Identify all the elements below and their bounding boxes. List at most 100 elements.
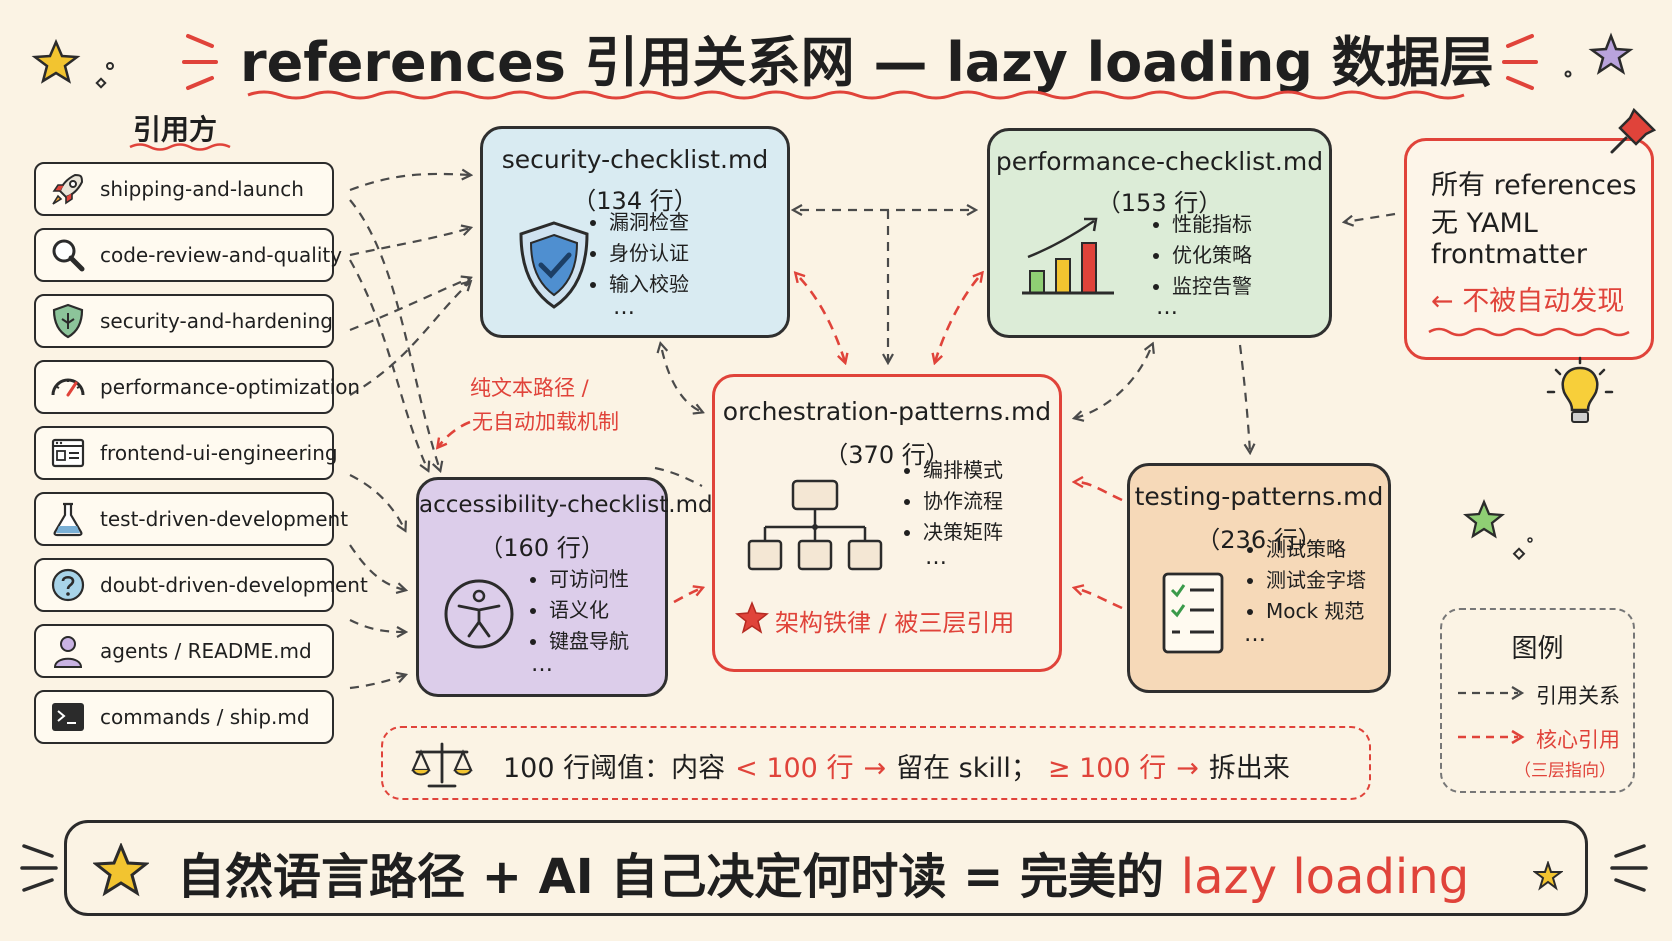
edge-agents-accessibility — [349, 675, 405, 690]
referrer-label: test-driven-development — [100, 507, 349, 531]
edge-shipping-accessibility — [349, 199, 440, 470]
note-line-2: 无 YAML — [1431, 208, 1538, 239]
bar-chart-rising-icon — [1022, 217, 1114, 295]
node-line-count: （153 行） — [1096, 189, 1223, 217]
referrer-label: security-and-hardening — [100, 309, 333, 333]
node-orchestration-patterns[interactable]: orchestration-patterns.md （370 行） 编排模式 协… — [712, 374, 1062, 672]
referrer-performance-optimization[interactable]: performance-optimization — [34, 360, 360, 414]
threshold-rule: 100 行阈值：内容 < 100 行 → 留在 skill； ≥ 100 行 →… — [381, 726, 1371, 800]
accessibility-icon — [444, 579, 514, 649]
node-more: … — [1244, 622, 1266, 647]
hierarchy-icon — [747, 479, 883, 571]
edge-codereview-security — [349, 228, 470, 257]
node-item: Mock 规范 — [1266, 596, 1366, 627]
node-line-count: （134 行） — [572, 187, 698, 215]
note-line-4: ← 不被自动发现 — [1431, 286, 1625, 317]
note-underline — [1428, 327, 1630, 337]
referrer-security-and-hardening[interactable]: security-and-hardening — [34, 294, 334, 348]
legend: 图例 引用关系 核心引用 （三层指向） — [1440, 608, 1635, 793]
node-name: security-checklist.md — [501, 145, 769, 174]
legend-ref-label: 引用关系 — [1536, 684, 1620, 708]
node-items: 编排模式 协作流程 决策矩阵 — [901, 455, 1003, 548]
shield-icon — [52, 303, 84, 339]
node-item: 协作流程 — [923, 486, 1003, 517]
node-item: 语义化 — [549, 595, 629, 626]
node-more: … — [531, 652, 553, 677]
referrer-frontend-ui-engineering[interactable]: frontend-ui-engineering — [34, 426, 338, 480]
core-badge: 架构铁律 / 被三层引用 — [775, 609, 1015, 637]
star-icon — [93, 843, 149, 897]
annotation-arrow — [438, 420, 471, 447]
star-icon — [1463, 499, 1505, 539]
magnifier-icon — [52, 239, 85, 272]
node-more: … — [925, 545, 947, 570]
node-items: 测试策略 测试金字塔 Mock 规范 — [1244, 534, 1366, 627]
annotation-line-1: 纯文本路径 / — [470, 376, 589, 400]
node-accessibility-checklist[interactable]: accessibility-checklist.md （160 行） 可访问性 … — [416, 477, 713, 697]
node-testing-patterns[interactable]: testing-patterns.md （236 行） 测试策略 测试金字塔 M… — [1127, 463, 1391, 693]
emphasis-marks-bottom-right — [1610, 844, 1648, 892]
rocket-icon — [52, 173, 84, 205]
referrer-code-review-and-quality[interactable]: code-review-and-quality — [34, 228, 342, 282]
referrer-label: agents / README.md — [100, 639, 312, 663]
referrer-doubt-driven-development[interactable]: doubt-driven-development — [34, 558, 368, 612]
node-name: testing-patterns.md — [1134, 482, 1384, 511]
node-item: 可访问性 — [549, 564, 629, 595]
bottom-highlight: lazy loading — [1180, 849, 1470, 905]
node-line-count: （236 行） — [1196, 526, 1322, 554]
node-item: 决策矩阵 — [923, 517, 1003, 548]
node-items: 性能指标 优化策略 监控告警 — [1150, 209, 1252, 302]
checklist-icon — [1162, 572, 1224, 654]
threshold-text: 100 行阈值：内容 — [503, 753, 726, 784]
sparkle-decoration-mid — [1463, 499, 1533, 561]
legend-ref-arrow — [1458, 686, 1525, 700]
referrer-label: performance-optimization — [100, 375, 361, 399]
referrer-commands-ship[interactable]: commands / ship.md — [34, 690, 334, 744]
core-edge-accessibility-orchestration — [673, 588, 702, 604]
threshold-arrow-1: → — [863, 753, 887, 784]
emphasis-marks-right — [1502, 34, 1538, 90]
lightbulb-icon — [1546, 356, 1614, 423]
node-item: 输入校验 — [609, 269, 689, 300]
node-performance-checklist[interactable]: performance-checklist.md （153 行） 性能指标 优化… — [987, 128, 1332, 338]
terminal-icon — [52, 703, 84, 731]
edge-ddd-accessibility — [349, 619, 405, 632]
referrer-label: code-review-and-quality — [100, 243, 343, 267]
sparkle-decoration-right — [1564, 32, 1634, 78]
node-item: 键盘导航 — [549, 626, 629, 657]
node-more: … — [613, 295, 635, 320]
browser-window-icon — [51, 438, 85, 468]
threshold-arrow-2: → — [1176, 753, 1199, 784]
legend-core-note: （三层指向） — [1514, 761, 1616, 781]
node-security-checklist[interactable]: security-checklist.md （134 行） 漏洞检查 身份认证 … — [480, 126, 790, 338]
legend-title: 图例 — [1511, 634, 1564, 664]
star-icon — [735, 601, 769, 634]
note-line-1: 所有 references — [1431, 170, 1637, 201]
emphasis-marks-bottom-left — [20, 844, 58, 892]
referrer-test-driven-development[interactable]: test-driven-development — [34, 492, 348, 546]
node-item: 漏洞检查 — [609, 207, 689, 238]
node-item: 编排模式 — [923, 455, 1003, 486]
legend-core-label: 核心引用 — [1536, 728, 1620, 752]
referrer-shipping-and-launch[interactable]: shipping-and-launch — [34, 162, 334, 216]
edge-codereview-accessibility — [349, 259, 428, 470]
threshold-split: 拆出来 — [1208, 753, 1290, 784]
node-line-count: （160 行） — [479, 534, 605, 562]
referrer-label: commands / ship.md — [100, 705, 310, 729]
referrers-label: 引用方 — [133, 113, 218, 146]
gauge-icon — [51, 378, 85, 397]
person-icon — [53, 636, 83, 668]
balance-scale-icon — [411, 742, 473, 788]
legend-core-arrow — [1458, 729, 1525, 745]
edge-performance-orchestration — [1075, 350, 1150, 418]
node-item: 测试策略 — [1266, 534, 1366, 565]
annotation-line-2: 无自动加载机制 — [472, 410, 619, 434]
referrer-agents-readme[interactable]: agents / README.md — [34, 624, 334, 678]
node-line-count: （370 行） — [824, 441, 950, 469]
node-items: 漏洞检查 身份认证 输入校验 — [587, 207, 689, 300]
node-name: accessibility-checklist.md — [419, 492, 713, 518]
referrers-underline — [129, 143, 231, 151]
threshold-lt: < 100 行 — [735, 753, 854, 784]
threshold-ge: ≥ 100 行 — [1047, 753, 1167, 784]
core-edge-security-orchestration — [800, 278, 845, 362]
